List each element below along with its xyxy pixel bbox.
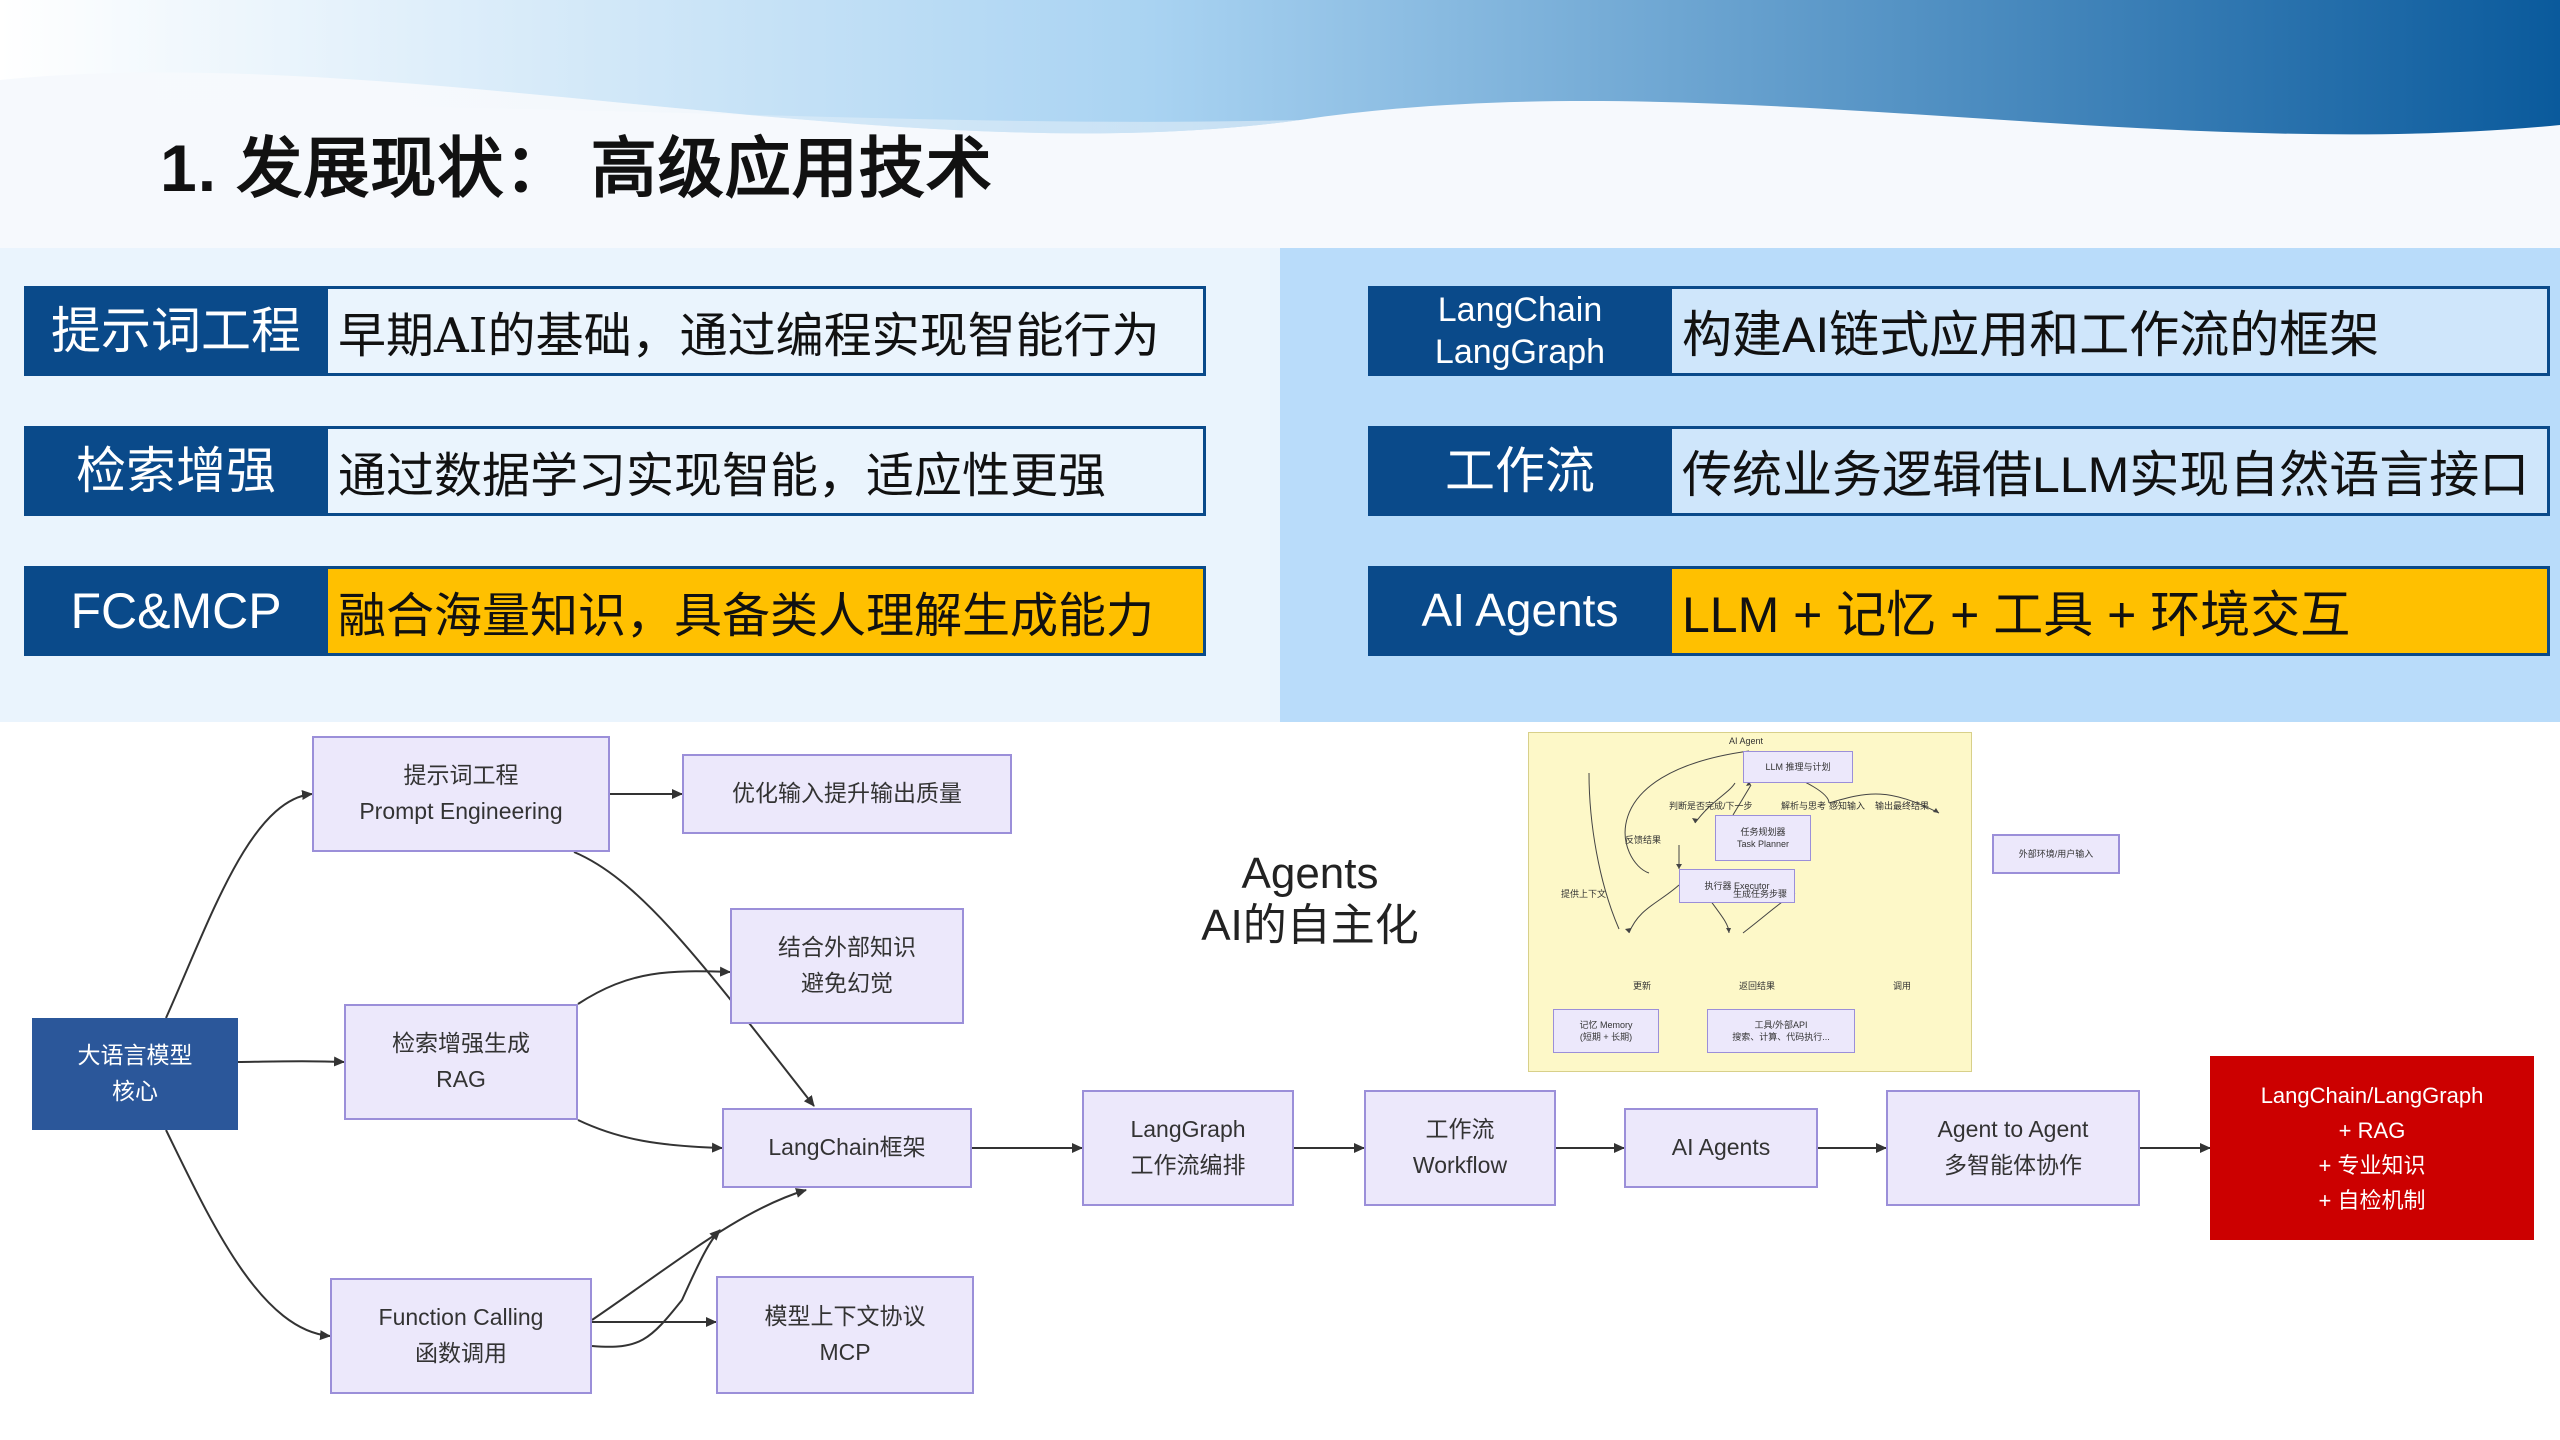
node-line: 工作流 [1425,1116,1495,1143]
agent-edge-output: 输出最终结果 [1875,801,1930,811]
node-line: 避免幻觉 [801,970,893,996]
row-key-line1: LangChain [1437,290,1603,329]
node-rag: 检索增强生成 RAG [344,1004,578,1120]
row-value: 构建AI链式应用和工作流的框架 [1672,286,2550,376]
node-line: + RAG [2338,1117,2406,1143]
row-value: 传统业务逻辑借LLM实现自然语言接口 [1672,426,2550,516]
row-ai-agents: AI Agents LLM + 记忆 + 工具 + 环境交互 [1368,566,2550,656]
node-line: 工作流编排 [1130,1152,1246,1178]
node-langgraph: LangGraph 工作流编排 [1082,1090,1294,1206]
agent-box-line: 执行器 Executor [1704,880,1770,891]
ai-agent-diagram: AI Agent LLM 推理与计划 任务规划器 Task Planner 执行… [1528,732,1972,1072]
node-line: 多智能体协作 [1944,1152,2082,1178]
row-key: 检索增强 [24,426,328,516]
agent-box-line: 任务规划器 [1740,826,1786,837]
agent-env-user-box: 外部环境/用户输入 [1992,834,2120,874]
node-line: 提示词工程 [403,762,519,789]
agent-edge-context: 提供上下文 [1561,889,1607,899]
node-line: 检索增强生成 [392,1030,530,1057]
agent-edge-return: 返回结果 [1739,981,1776,991]
agent-edge-judge: 判断是否完成/下一步 [1669,801,1753,811]
agent-edge-update: 更新 [1633,981,1652,991]
agents-caption-line2: AI的自主化 [1201,900,1419,950]
agent-diagram-title: AI Agent [1729,736,1764,746]
node-function-calling: Function Calling 函数调用 [330,1278,592,1394]
row-value: LLM + 记忆 + 工具 + 环境交互 [1672,566,2550,656]
header-wave-decoration [0,0,2560,250]
agent-memory-box: 记忆 Memory (短期 + 长期) [1553,1009,1659,1053]
node-line: LangChain框架 [768,1134,926,1161]
row-value: 早期AI的基础，通过编程实现智能行为 [328,286,1206,376]
row-key: LangChain LangGraph [1368,286,1672,376]
row-value: 通过数据学习实现智能，适应性更强 [328,426,1206,516]
row-workflow: 工作流 传统业务逻辑借LLM实现自然语言接口 [1368,426,2550,516]
node-line: LangChain/LangGraph [2260,1082,2484,1108]
row-key: 提示词工程 [24,286,328,376]
node-line: 结合外部知识 [778,934,916,961]
node-line: Workflow [1412,1152,1508,1178]
node-llm-core: 大语言模型 核心 [32,1018,238,1130]
agent-box-line: 搜索、计算、代码执行... [1732,1032,1830,1042]
page-title: 1. 发展现状： 高级应用技术 [160,131,993,205]
agent-box-line: 工具/外部API [1754,1019,1808,1030]
agent-box-line: 记忆 Memory [1579,1019,1633,1030]
node-workflow: 工作流 Workflow [1364,1090,1556,1206]
agent-llm-box: LLM 推理与计划 [1743,751,1853,783]
node-agent-to-agent: Agent to Agent 多智能体协作 [1886,1090,2140,1206]
agent-planner-box: 任务规划器 Task Planner [1715,815,1811,861]
node-line: Function Calling [378,1304,544,1331]
row-key: 工作流 [1368,426,1672,516]
agent-box-line: LLM 推理与计划 [1765,761,1831,772]
row-fc-mcp: FC&MCP 融合海量知识，具备类人理解生成能力 [24,566,1206,656]
agent-tools-box: 工具/外部API 搜索、计算、代码执行... [1707,1009,1855,1053]
node-line: 大语言模型 [77,1042,193,1069]
node-langchain: LangChain框架 [722,1108,972,1188]
agent-box-line: Task Planner [1736,839,1790,849]
node-ai-agents: AI Agents [1624,1108,1818,1188]
row-langchain: LangChain LangGraph 构建AI链式应用和工作流的框架 [1368,286,2550,376]
agent-edge-call: 调用 [1893,981,1912,991]
node-external-knowledge: 结合外部知识 避免幻觉 [730,908,964,1024]
node-line: RAG [436,1066,486,1092]
node-line: LangGraph [1130,1116,1246,1143]
agent-executor-box: 执行器 Executor [1679,869,1795,903]
node-line: 优化输入提升输出质量 [732,780,962,807]
node-line: 外部环境/用户输入 [2018,848,2094,859]
node-line: Agent to Agent [1937,1116,2089,1143]
agents-caption-line1: Agents [1241,849,1379,898]
row-key-line2: LangGraph [1434,333,1606,371]
node-line: AI Agents [1671,1134,1771,1161]
node-line: MCP [819,1339,871,1365]
agents-caption: Agents AI的自主化 [1130,848,1490,952]
node-prompt-engineering: 提示词工程 Prompt Engineering [312,736,610,852]
node-line: 核心 [112,1078,158,1104]
row-value: 融合海量知识，具备类人理解生成能力 [328,566,1206,656]
node-final-stack: LangChain/LangGraph + RAG + 专业知识 + 自检机制 [2210,1056,2534,1240]
node-line: 模型上下文协议 [764,1303,926,1330]
node-line: + 专业知识 [2318,1153,2426,1178]
agent-edge-feedback: 反馈结果 [1625,835,1662,845]
row-retrieval: 检索增强 通过数据学习实现智能，适应性更强 [24,426,1206,516]
agent-box-line: (短期 + 长期) [1579,1032,1633,1042]
row-key: AI Agents [1368,566,1672,656]
row-prompt-engineering: 提示词工程 早期AI的基础，通过编程实现智能行为 [24,286,1206,376]
node-line: Prompt Engineering [359,798,563,824]
node-optimize-input: 优化输入提升输出质量 [682,754,1012,834]
node-mcp: 模型上下文协议 MCP [716,1276,974,1394]
agent-edge-perceive: 感知输入 [1829,801,1866,811]
agent-edge-steps: 生成任务步骤 [1733,889,1788,899]
node-line: 函数调用 [415,1340,507,1366]
node-line: + 自检机制 [2318,1188,2426,1214]
agent-edge-parse: 解析与思考 [1781,801,1827,811]
row-key: FC&MCP [24,566,328,656]
